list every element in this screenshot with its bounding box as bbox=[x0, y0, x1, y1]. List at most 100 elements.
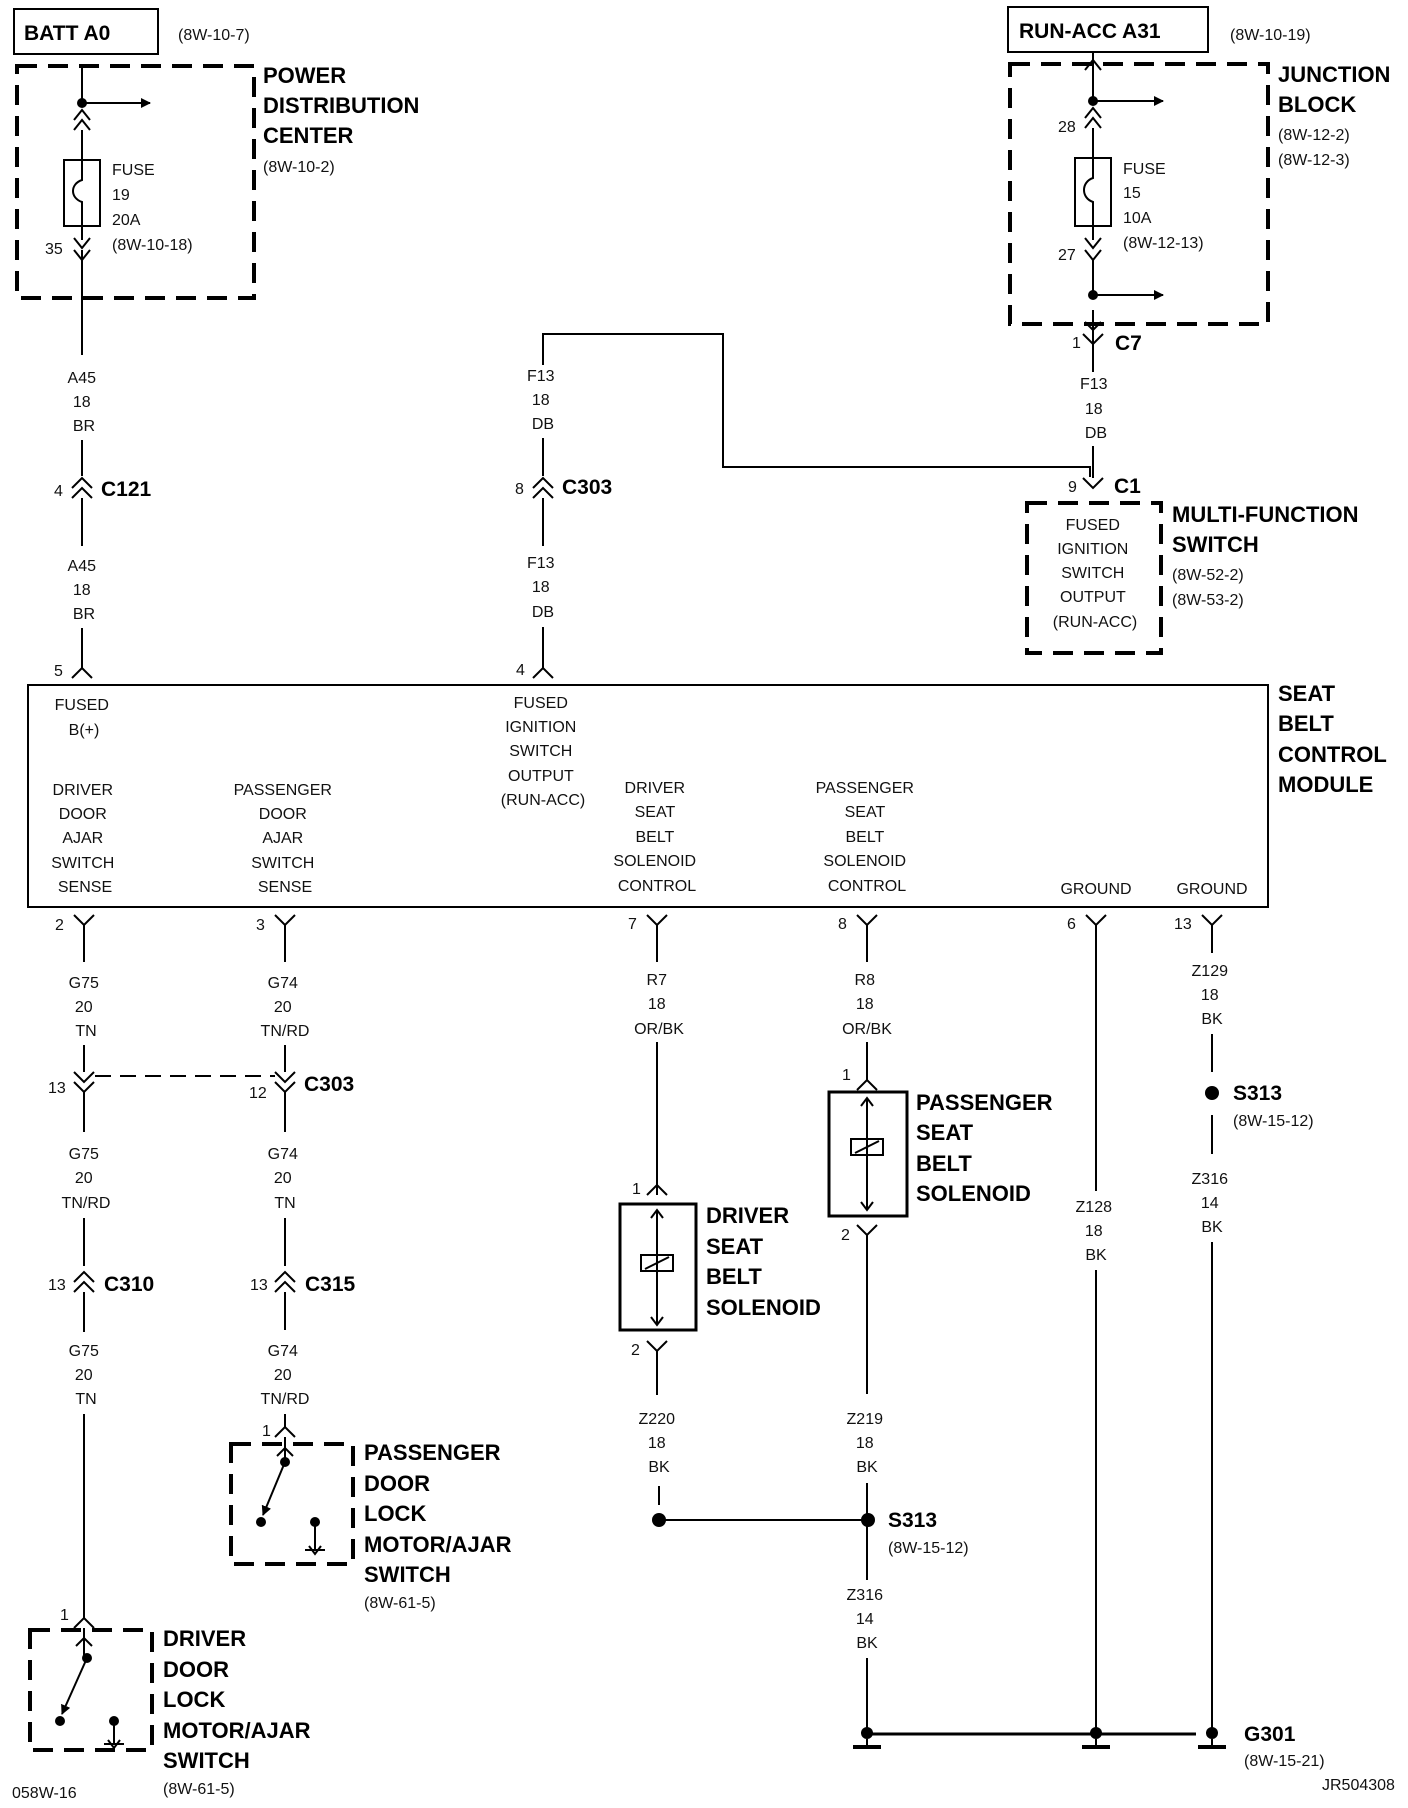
c303-low-left-symbol bbox=[73, 1071, 95, 1094]
fuse-19-label: FUSE 19 20A (8W-10-18) bbox=[112, 162, 193, 254]
g301-ref: (8W-15-21) bbox=[1244, 1753, 1325, 1770]
wire-z220: Z220 18 BK bbox=[639, 1411, 680, 1476]
wire-a45-top: A45 18 BR bbox=[68, 370, 101, 435]
driver-switch-ref: (8W-61-5) bbox=[163, 1781, 235, 1798]
module-title: SEAT BELT CONTROL MODULE bbox=[1278, 681, 1393, 797]
module-fused-ignition-label: FUSED IGNITION SWITCH OUTPUT (RUN-ACC) bbox=[501, 695, 585, 809]
wire-z316-mid: Z316 14 BK bbox=[847, 1587, 888, 1652]
c121-connector-symbol bbox=[71, 476, 93, 499]
wire-r7: R7 18 OR/BK bbox=[634, 972, 684, 1038]
wire-g75-a: G75 20 TN bbox=[69, 975, 104, 1040]
mfs-refs: (8W-52-2) (8W-53-2) bbox=[1172, 567, 1248, 609]
jb-pin-27: 27 bbox=[1058, 247, 1076, 264]
driver-switch-title: DRIVER DOOR LOCK MOTOR/AJAR SWITCH bbox=[163, 1626, 317, 1773]
mfs-box-text: FUSED IGNITION SWITCH OUTPUT (RUN-ACC) bbox=[1053, 517, 1137, 631]
c7-name: C7 bbox=[1115, 332, 1142, 355]
passenger-door-switch-dashed-box bbox=[229, 1442, 355, 1566]
s313-right-splice-dot bbox=[1205, 1086, 1219, 1100]
c310-name: C310 bbox=[104, 1273, 154, 1296]
c303-top-connector-symbol bbox=[532, 476, 554, 499]
module-pin-3: 3 bbox=[256, 917, 265, 934]
passenger-solenoid-coil bbox=[850, 1138, 884, 1156]
pdc-dashed-box bbox=[15, 64, 256, 300]
module-fused-b-label: FUSED B(+) bbox=[55, 697, 114, 739]
footer-left-code: 058W-16 bbox=[12, 1785, 77, 1802]
c7-connector-symbol bbox=[1082, 333, 1104, 346]
module-passenger-solenoid-label: PASSENGER SEAT BELT SOLENOID CONTROL bbox=[816, 780, 919, 895]
passenger-solenoid-pin2: 2 bbox=[841, 1227, 850, 1244]
wire-z316-right: Z316 14 BK bbox=[1192, 1171, 1233, 1236]
passenger-switch-blade bbox=[261, 1461, 286, 1516]
passenger-switch-pin: 1 bbox=[262, 1423, 271, 1440]
c1-name: C1 bbox=[1114, 475, 1141, 498]
driver-solenoid-pin1: 1 bbox=[632, 1181, 641, 1198]
s313-right-name: S313 bbox=[1233, 1082, 1282, 1105]
module-pin-4: 4 bbox=[516, 662, 525, 679]
junction-block-dashed-box bbox=[1008, 62, 1270, 326]
wire-g74-b: G74 20 TN bbox=[268, 1146, 303, 1212]
batt-a0-ref: (8W-10-7) bbox=[178, 27, 250, 44]
wire-g75-c: G75 20 TN bbox=[69, 1343, 104, 1408]
pdc-ref: (8W-10-2) bbox=[263, 159, 335, 176]
module-passenger-door-label: PASSENGER DOOR AJAR SWITCH SENSE bbox=[234, 782, 337, 896]
c121-name: C121 bbox=[101, 478, 152, 501]
driver-switch-blade bbox=[61, 1657, 88, 1715]
batt-a0-label: BATT A0 bbox=[24, 22, 110, 45]
driver-switch-pin: 1 bbox=[60, 1607, 69, 1624]
passenger-switch-title: PASSENGER DOOR LOCK MOTOR/AJAR SWITCH bbox=[364, 1440, 518, 1587]
ground-terminal-icons bbox=[853, 1727, 1226, 1749]
passenger-switch-ref: (8W-61-5) bbox=[364, 1595, 436, 1612]
c7-pin: 1 bbox=[1072, 335, 1081, 352]
fuse-15-label: FUSE 15 10A (8W-12-13) bbox=[1123, 161, 1204, 252]
run-acc-a31-label: RUN-ACC A31 bbox=[1019, 20, 1161, 43]
module-ground-label-2: GROUND bbox=[1176, 881, 1247, 898]
g301-name: G301 bbox=[1244, 1723, 1296, 1746]
wire-z128: Z128 18 BK bbox=[1076, 1199, 1117, 1264]
module-ground-label-1: GROUND bbox=[1060, 881, 1131, 898]
c121-pin: 4 bbox=[54, 483, 63, 500]
c1-connector-symbol bbox=[1082, 477, 1104, 490]
wire-g74-c: G74 20 TN/RD bbox=[261, 1343, 310, 1408]
c303-low-name: C303 bbox=[304, 1073, 354, 1096]
module-driver-solenoid-label: DRIVER SEAT BELT SOLENOID CONTROL bbox=[613, 780, 700, 895]
module-bottom-pins bbox=[73, 914, 1223, 927]
c303-top-pin: 8 bbox=[515, 481, 524, 498]
f13-crossover-wire bbox=[542, 333, 1091, 477]
c303-low-pin-right: 12 bbox=[249, 1085, 267, 1102]
module-pin-8: 8 bbox=[838, 916, 847, 933]
wire-g75-b: G75 20 TN/RD bbox=[62, 1146, 111, 1212]
seat-belt-control-module-box bbox=[27, 684, 1269, 908]
module-pin-7: 7 bbox=[628, 916, 637, 933]
c1-pin: 9 bbox=[1068, 479, 1077, 496]
module-pin-13: 13 bbox=[1174, 916, 1192, 933]
module-pin-2: 2 bbox=[55, 917, 64, 934]
footer-right-code: JR504308 bbox=[1322, 1777, 1395, 1794]
junction-block-refs: (8W-12-2) (8W-12-3) bbox=[1278, 127, 1354, 169]
jb-pin-28: 28 bbox=[1058, 119, 1076, 136]
c310-connector-symbol bbox=[73, 1270, 95, 1293]
c315-name: C315 bbox=[305, 1273, 356, 1296]
passenger-solenoid-box bbox=[827, 1090, 909, 1218]
module-driver-door-label: DRIVER DOOR AJAR SWITCH SENSE bbox=[51, 782, 119, 896]
wire-f13-right: F13 18 DB bbox=[1080, 376, 1112, 442]
passenger-switch-ground-icon bbox=[305, 1545, 325, 1556]
c310-pin: 13 bbox=[48, 1277, 66, 1294]
pdc-title: POWER DISTRIBUTION CENTER bbox=[263, 63, 426, 148]
passenger-solenoid-pin1: 1 bbox=[842, 1067, 851, 1084]
wire-a45-bottom: A45 18 BR bbox=[68, 558, 101, 623]
wire-g74-a: G74 20 TN/RD bbox=[261, 975, 310, 1040]
batt-a0-box bbox=[13, 8, 159, 55]
multi-function-switch-dashed-box bbox=[1025, 501, 1163, 655]
driver-solenoid-pin2: 2 bbox=[631, 1342, 640, 1359]
wire-f13-mid-bottom: F13 18 DB bbox=[527, 555, 559, 621]
wire-z129: Z129 18 BK bbox=[1192, 963, 1233, 1028]
driver-solenoid-title: DRIVER SEAT BELT SOLENOID bbox=[706, 1203, 821, 1320]
passenger-solenoid-title: PASSENGER SEAT BELT SOLENOID bbox=[916, 1090, 1059, 1206]
c303-low-right-symbol bbox=[274, 1071, 296, 1094]
pdc-pin-35: 35 bbox=[45, 241, 63, 258]
module-pin-6: 6 bbox=[1067, 916, 1076, 933]
mfs-title: MULTI-FUNCTION SWITCH bbox=[1172, 502, 1365, 557]
wire-f13-mid-top: F13 18 DB bbox=[527, 368, 559, 433]
